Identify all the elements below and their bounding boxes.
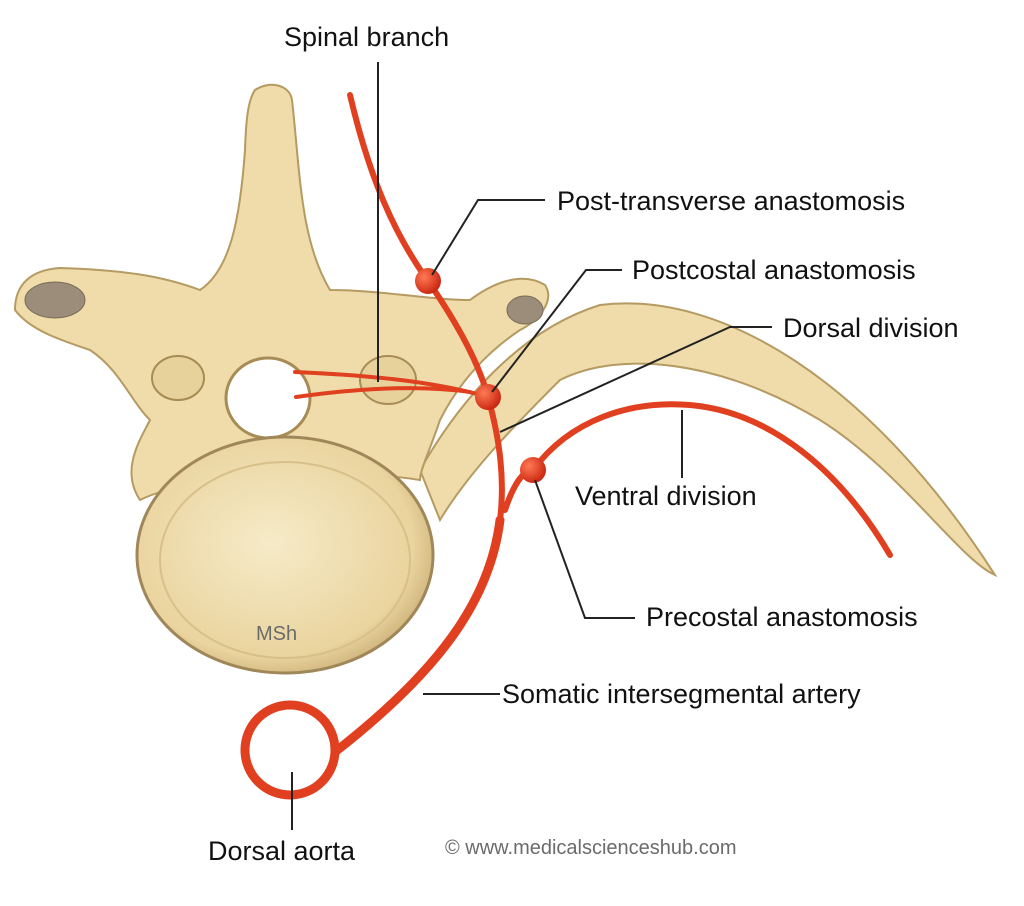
label-dorsal-division: Dorsal division: [783, 313, 959, 343]
leader-post-transverse: [431, 199, 545, 276]
postcostal-node: [475, 384, 501, 410]
rib: [418, 302, 998, 578]
dorsal-aorta-ring: [240, 700, 340, 800]
label-spinal-branch: Spinal branch: [284, 22, 449, 52]
transverse-facet-right: [506, 295, 544, 325]
copyright-text: © www.medicalscienceshub.com: [445, 837, 737, 859]
spinal-branch-artery: [293, 370, 490, 399]
somatic-intersegmental-artery: [330, 515, 505, 757]
watermark: MSh: [256, 623, 297, 645]
artery-dorsal-trunk: [347, 92, 505, 523]
leader-dorsal-division: [499, 326, 772, 433]
leader-precostal: [534, 479, 635, 619]
label-postcostal-anastomosis: Postcostal anastomosis: [632, 255, 916, 285]
body-endplate: [159, 461, 411, 659]
precostal-node: [520, 457, 546, 483]
label-precostal-anastomosis: Precostal anastomosis: [646, 602, 918, 632]
leader-postcostal: [491, 269, 622, 393]
label-dorsal-aorta: Dorsal aorta: [208, 836, 356, 866]
transverse-facet-left: [24, 281, 86, 319]
label-somatic-intersegmental-artery: Somatic intersegmental artery: [502, 679, 861, 709]
pedicle-left: [151, 355, 205, 401]
post-transverse-node: [415, 268, 441, 294]
label-ventral-division: Ventral division: [575, 481, 757, 511]
label-post-transverse-anastomosis: Post-transverse anastomosis: [557, 186, 905, 216]
vertebral-body: [135, 435, 435, 675]
